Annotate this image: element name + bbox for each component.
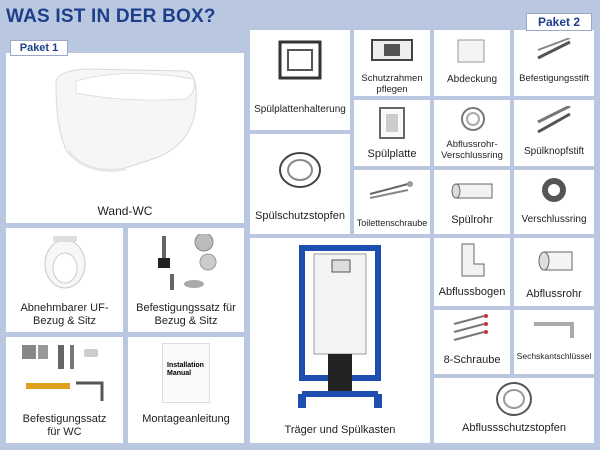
cell-8-schraube: 8-Schraube	[434, 310, 510, 374]
manual-image: Installation Manual	[162, 343, 210, 403]
label-traeger: Träger und Spülkasten	[284, 424, 396, 436]
cell-abflussrohr: Abflussrohr	[514, 238, 594, 306]
cell-spuelschutzstopfen: Spülschutzstopfen	[250, 134, 350, 234]
cell-montageanleitung: Installation Manual Montageanleitung	[128, 337, 244, 443]
label-abflussrohr: Abflussrohr	[526, 288, 582, 300]
frame-image	[371, 39, 413, 61]
flush-plate-holder-image	[278, 40, 322, 80]
label-befestigungssatz-bezug: Befestigungssatz für Bezug & Sitz	[136, 302, 236, 327]
cell-spuelrohr: Spülrohr	[434, 170, 510, 234]
cell-toilettenschraube: Toilettenschraube	[354, 170, 430, 234]
label-befestigungssatz-wc: Befestigungssatz für WC	[22, 413, 107, 438]
cell-abnehmbarer: Abnehmbarer UF-Bezug & Sitz	[6, 228, 123, 332]
cell-traeger: Träger und Spülkasten	[250, 238, 430, 443]
cover-image	[457, 39, 485, 63]
cell-befestigungssatz-bezug: Befestigungssatz für Bezug & Sitz	[128, 228, 244, 332]
paket2-badge: Paket 2	[526, 13, 592, 31]
flush-pipe-image	[451, 183, 493, 199]
label-toilettenschraube: Toilettenschraube	[356, 218, 428, 228]
wc-fixing-kit-image	[22, 345, 104, 401]
flush-plate-image	[379, 107, 405, 139]
screw-set-image	[453, 314, 488, 341]
label-spuelrohr: Spülrohr	[451, 214, 493, 226]
cell-befestigungssatz-wc: Befestigungssatz für WC	[6, 337, 123, 443]
label-abnehmbarer: Abnehmbarer UF-Bezug & Sitz	[20, 302, 109, 327]
label-abflussschutzstopfen: Abflussschutzstopfen	[462, 422, 566, 434]
seat-image	[44, 236, 86, 289]
toilet-screw-image	[369, 181, 413, 199]
cell-wand-wc: Wand-WC	[6, 53, 244, 223]
pipe-seal-image	[461, 107, 485, 131]
cell-verschlussring: Verschlussring	[514, 170, 594, 234]
label-verschlussring: Verschlussring	[521, 214, 587, 225]
label-montageanleitung: Montageanleitung	[142, 413, 230, 425]
label-abflussbogen: Abflussbogen	[438, 286, 506, 298]
label-sechskantschluessel: Sechskantschlüssel	[516, 351, 592, 361]
drain-pipe-image	[538, 251, 573, 271]
cell-abflussbogen: Abflussbogen	[434, 238, 510, 306]
label-wand-wc: Wand-WC	[97, 204, 153, 218]
toilet-image	[55, 68, 197, 172]
label-befestigungsstift: Befestigungsstift	[519, 73, 589, 84]
page-title: WAS IST IN DER BOX?	[6, 6, 216, 27]
hex-key-image	[534, 322, 574, 338]
drain-protection-plug-image	[496, 382, 532, 416]
paket1-badge: Paket 1	[10, 40, 68, 56]
flush-protection-plug-image	[279, 152, 321, 188]
fixing-pin-image	[537, 38, 571, 60]
fixing-kit-image	[158, 234, 217, 290]
cell-spuelknopfstift: Spülknopfstift	[514, 100, 594, 166]
drain-bend-image	[461, 243, 485, 277]
cell-sechskantschluessel: Sechskantschlüssel	[514, 310, 594, 374]
cell-abflussrohr-verschlussring: Abflussrohr-Verschlussring	[434, 100, 510, 166]
sealing-ring-image	[542, 178, 566, 202]
label-spuelknopfstift: Spülknopfstift	[523, 146, 585, 157]
cell-abflussschutzstopfen: Abflussschutzstopfen	[434, 378, 594, 443]
label-spuelplatte: Spülplatte	[367, 148, 417, 160]
label-schutzrahmen: Schutzrahmen pflegen	[361, 73, 423, 95]
label-spuelplattenhalterung: Spülplattenhalterung	[254, 104, 346, 115]
cell-abdeckung: Abdeckung	[434, 30, 510, 96]
cell-befestigungsstift: Befestigungsstift	[514, 30, 594, 96]
frame-and-cistern-image	[298, 245, 382, 408]
label-abdeckung: Abdeckung	[446, 74, 498, 85]
cell-spuelplatte: Spülplatte	[354, 100, 430, 166]
label-8-schraube: 8-Schraube	[443, 354, 501, 366]
manual-cover-text: Installation Manual	[167, 362, 204, 377]
flush-button-pin-image	[537, 106, 571, 134]
cell-schutzrahmen: Schutzrahmen pflegen	[354, 30, 430, 96]
cell-spuelplattenhalterung: Spülplattenhalterung	[250, 30, 350, 130]
label-abflussrohr-verschlussring: Abflussrohr-Verschlussring	[441, 139, 503, 161]
label-spuelschutzstopfen: Spülschutzstopfen	[255, 210, 345, 222]
